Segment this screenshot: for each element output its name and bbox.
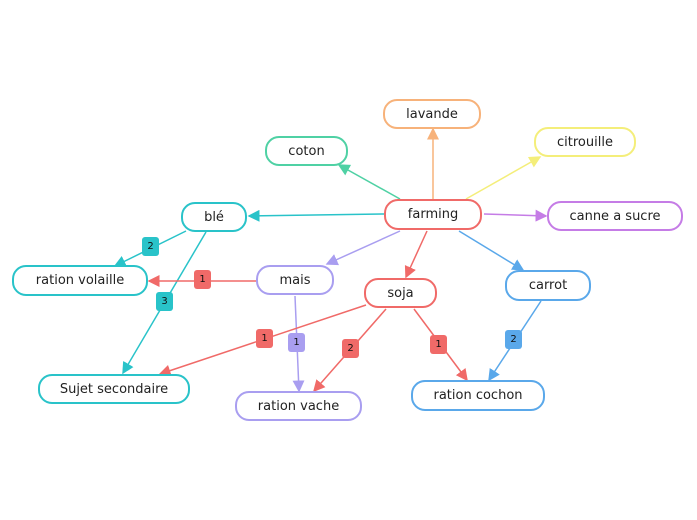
edge-farming-citrouille bbox=[465, 156, 542, 200]
edge-farming-canne bbox=[483, 209, 548, 222]
node-citrouille[interactable]: citrouille bbox=[534, 127, 636, 157]
edge-farming-coton bbox=[337, 164, 401, 200]
node-ration-vache[interactable]: ration vache bbox=[235, 391, 362, 421]
badge-mais-vache: 1 bbox=[288, 333, 305, 352]
node-lavande[interactable]: lavande bbox=[383, 99, 481, 129]
badge-carrot-cochon: 2 bbox=[505, 330, 522, 349]
node-canne-a-sucre[interactable]: canne a sucre bbox=[547, 201, 683, 231]
badge-soja-vache: 2 bbox=[342, 339, 359, 358]
badge-soja-sujet: 1 bbox=[256, 329, 273, 348]
node-ration-volaille[interactable]: ration volaille bbox=[12, 265, 148, 296]
edge-farming-ble bbox=[247, 209, 385, 222]
node-ble[interactable]: blé bbox=[181, 202, 247, 232]
node-mais[interactable]: mais bbox=[256, 265, 334, 295]
node-sujet-secondaire[interactable]: Sujet secondaire bbox=[38, 374, 190, 404]
edge-farming-mais bbox=[325, 230, 401, 266]
node-ration-cochon[interactable]: ration cochon bbox=[411, 380, 545, 411]
badge-mais-volaille: 1 bbox=[194, 270, 211, 289]
badge-ble-sujet: 3 bbox=[156, 292, 173, 311]
node-carrot[interactable]: carrot bbox=[505, 270, 591, 301]
edge-farming-carrot bbox=[458, 230, 525, 271]
badge-soja-cochon: 1 bbox=[430, 335, 447, 354]
node-farming[interactable]: farming bbox=[384, 199, 482, 230]
badge-ble-volaille: 2 bbox=[142, 237, 159, 256]
node-coton[interactable]: coton bbox=[265, 136, 348, 166]
edge-farming-soja bbox=[404, 230, 428, 279]
node-soja[interactable]: soja bbox=[364, 278, 437, 308]
